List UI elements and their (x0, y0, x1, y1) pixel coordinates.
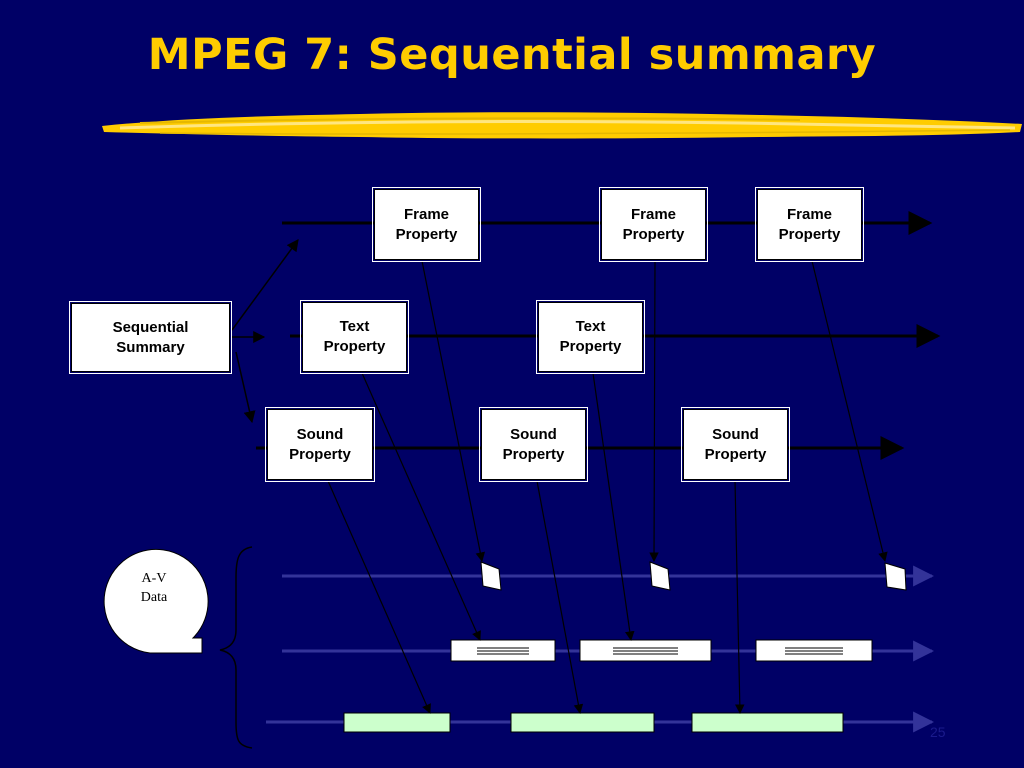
sound-property-label: Sound Property (289, 425, 351, 463)
sound-to-data-arrow (536, 480, 584, 714)
root-to-frame-arrow (231, 239, 299, 331)
sound-property-label: Sound Property (502, 425, 565, 463)
text-property-label: Text Property (323, 318, 386, 355)
av-data-label: A-V Data (140, 571, 168, 605)
frame-property-box: Frame Property (755, 187, 864, 262)
frame-property-box: Frame Property (599, 187, 708, 262)
frame-to-data-arrow (649, 260, 659, 562)
text-property-label: Text Property (559, 318, 622, 355)
text-segment (579, 639, 712, 662)
text-segment (450, 639, 556, 662)
frame-to-data-arrow (421, 260, 486, 562)
text-to-data-arrow (592, 372, 635, 641)
text-segment (755, 639, 873, 662)
root-to-sound-arrow (235, 351, 256, 424)
av-data-bubble (103, 548, 209, 654)
frame-property-label: Frame Property (778, 205, 841, 243)
frame-property-label: Frame Property (395, 205, 458, 243)
sound-property-box: Sound Property (265, 407, 375, 482)
frame-property-label: Frame Property (622, 205, 685, 243)
frame-marker (649, 561, 671, 591)
sequential-summary-box: Sequential Summary (69, 301, 232, 374)
av-data-brace (219, 546, 253, 749)
page-number: 25 (930, 724, 946, 740)
sound-property-box: Sound Property (681, 407, 790, 482)
text-to-data-arrow (361, 372, 481, 641)
sound-to-data-arrow (327, 480, 431, 714)
frame-to-data-arrow (811, 260, 888, 562)
sound-segment (343, 712, 451, 733)
slide-title: MPEG 7: Sequential summary (147, 30, 877, 80)
text-property-box: Text Property (300, 300, 409, 374)
sound-segment (691, 712, 844, 733)
frame-marker (884, 562, 907, 591)
sound-to-data-arrow (734, 480, 745, 714)
title-highlight-stroke (102, 112, 1022, 139)
frame-marker (480, 561, 502, 591)
sequential-summary-label: Sequential Summary (112, 318, 189, 356)
sound-property-label: Sound Property (704, 425, 767, 463)
frame-property-box: Frame Property (372, 187, 481, 262)
sound-property-box: Sound Property (479, 407, 588, 482)
sound-segment (510, 712, 655, 733)
text-property-box: Text Property (536, 300, 645, 374)
